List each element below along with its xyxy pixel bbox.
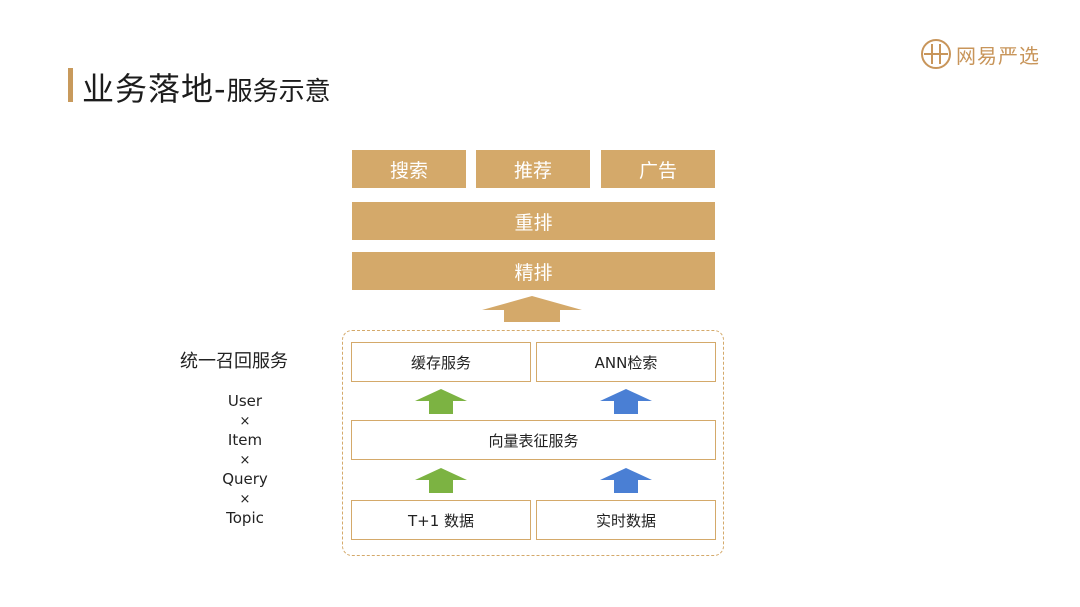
t1-data-box: T+1 数据 — [351, 500, 531, 540]
cache-service-box: 缓存服务 — [351, 342, 531, 382]
service-ads: 广告 — [601, 150, 715, 188]
up-arrow-icon — [482, 296, 582, 322]
vector-representation-box: 向量表征服务 — [351, 420, 716, 460]
blue-up-arrow-icon — [600, 389, 652, 414]
brand-logo-text: 网易严选 — [956, 43, 1040, 68]
rerank-box: 重排 — [352, 202, 715, 240]
service-search: 搜索 — [352, 150, 466, 188]
dimension-times: × — [239, 491, 251, 507]
blue-up-arrow-icon — [600, 468, 652, 493]
dimension-times: × — [239, 452, 251, 468]
green-up-arrow-icon — [415, 389, 467, 414]
realtime-data-box: 实时数据 — [536, 500, 716, 540]
dimension-user: User — [227, 392, 263, 410]
page-title: 业务落地- 服务示意 — [82, 64, 331, 110]
yanxuan-logo-icon — [921, 39, 951, 69]
page-title-sub: 服务示意 — [226, 77, 331, 107]
title-accent-bar — [68, 68, 73, 102]
recall-dimensions: User × Item × Query × Topic — [200, 392, 290, 529]
ann-search-box: ANN检索 — [536, 342, 716, 382]
recall-service-label: 统一召回服务 — [180, 351, 288, 372]
brand-logo: 网易严选 — [920, 38, 1040, 70]
dimension-times: × — [239, 413, 251, 429]
green-up-arrow-icon — [415, 468, 467, 493]
dimension-item: Item — [227, 431, 263, 449]
dimension-query: Query — [222, 470, 268, 488]
service-recommend: 推荐 — [476, 150, 590, 188]
page-title-main: 业务落地- — [82, 70, 227, 108]
recall-service-frame — [342, 330, 724, 556]
dimension-topic: Topic — [226, 509, 264, 527]
fine-rank-box: 精排 — [352, 252, 715, 290]
